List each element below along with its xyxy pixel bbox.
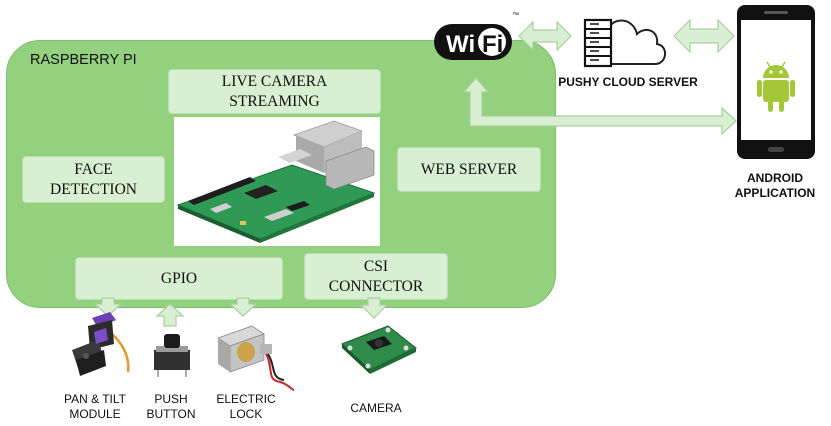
wifi-logo: Wi Fi xyxy=(434,24,512,60)
camera-module-icon xyxy=(341,325,417,374)
gpio-box: GPIO xyxy=(75,257,283,300)
face-detection-box: FACE DETECTION xyxy=(22,156,165,203)
pan-tilt-icon xyxy=(72,312,130,376)
camera-label: CAMERA xyxy=(350,401,402,415)
wifi-trademark: ™ xyxy=(512,12,519,19)
android-app-label: ANDROID APPLICATION xyxy=(734,171,816,200)
electric-lock-label: ELECTRIC LOCK xyxy=(216,392,276,421)
push-button-label: PUSH BUTTON xyxy=(146,392,196,421)
svg-text:Fi: Fi xyxy=(482,31,503,58)
pan-tilt-label: PAN & TILT MODULE xyxy=(63,392,126,421)
electric-lock-icon xyxy=(217,325,295,391)
push-button-icon xyxy=(154,334,190,377)
svg-text:Wi: Wi xyxy=(446,31,475,58)
web-server-box: WEB SERVER xyxy=(397,147,541,192)
cloud-server-icon xyxy=(583,18,666,68)
cloud-server-label: PUSHY CLOUD SERVER xyxy=(558,75,698,89)
live-camera-streaming-box: LIVE CAMERA STREAMING xyxy=(168,69,381,114)
raspberry-pi-title: RASPBERRY PI xyxy=(30,52,137,68)
android-icon xyxy=(757,61,795,112)
raspberry-pi-photo xyxy=(174,117,380,246)
smartphone-icon xyxy=(737,5,815,159)
